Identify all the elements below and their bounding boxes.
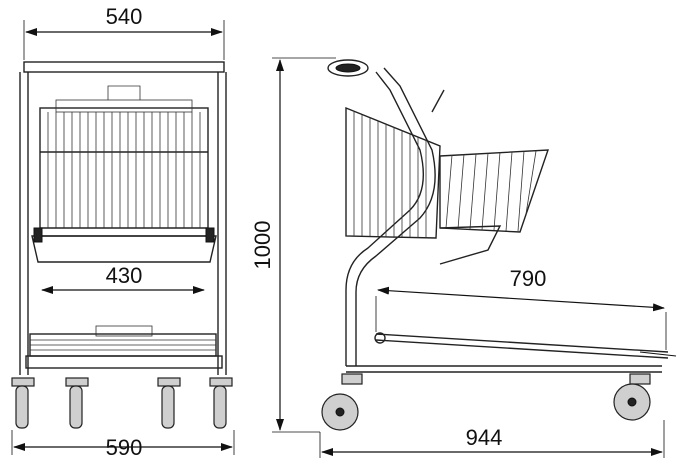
side-wheels [321,373,651,431]
side-lower-deck [375,333,669,353]
front-handle-bar [23,61,225,73]
dimension-label-1000: 1000 [250,221,275,270]
dimension-label-430: 430 [106,263,143,288]
dimension-label-590: 590 [106,435,143,460]
side-angled-basket [439,149,549,265]
side-upper-basket [345,106,441,239]
front-wheels [11,377,233,429]
dimension-label-790: 790 [510,266,547,291]
dimension-label-540: 540 [106,4,143,29]
dimension-label-944: 944 [466,425,503,450]
front-basket [31,85,217,263]
front-lower-tray [25,325,223,369]
front-view: 540 430 590 [11,4,235,460]
side-handle [327,59,369,77]
side-frame-post [345,71,425,366]
side-view: 1000 790 944 [250,57,677,458]
dimension-line-790 [377,286,665,312]
